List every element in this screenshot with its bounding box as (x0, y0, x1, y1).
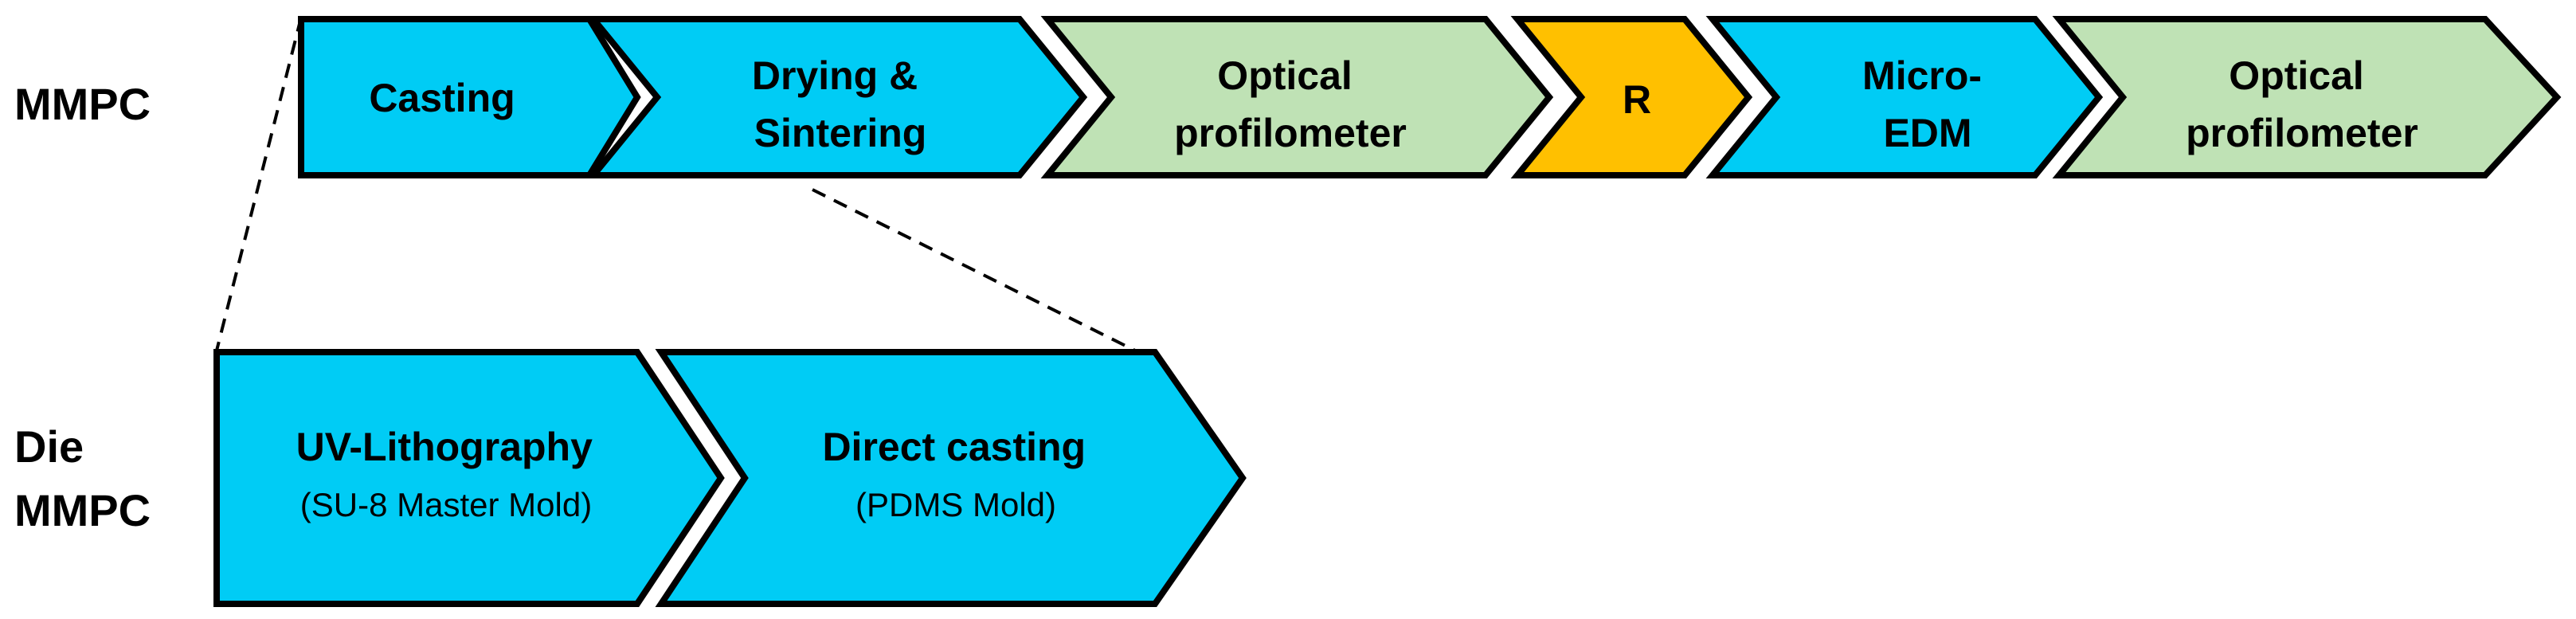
step-casting-shape (298, 16, 641, 178)
step-optical-profilometer-2-label: Optical profilometer (2186, 53, 2418, 155)
step-r: R (1510, 16, 1753, 178)
step-optical-profilometer-2: Optical profilometer (2052, 16, 2562, 178)
step-casting: Casting (298, 16, 641, 178)
step-uv-lithography-label: UV-Lithography (SU-8 Master Mold) (296, 425, 597, 523)
step-direct-casting-subtitle: (PDMS Mold) (855, 486, 1056, 523)
step-micro-edm-line-2: EDM (1883, 111, 1971, 155)
step-drying-sintering-label: Drying & Sintering (752, 53, 929, 155)
row-label-die-mmpc: Die MMPC (14, 421, 151, 535)
step-micro-edm-label: Micro- EDM (1862, 53, 1993, 155)
step-micro-edm: Micro- EDM (1705, 16, 2104, 178)
row-label-die-line: Die (14, 421, 84, 472)
step-direct-casting-label: Direct casting (PDMS Mold) (822, 425, 1089, 523)
step-optical-profilometer-1: Optical profilometer (1040, 16, 1554, 178)
step-uv-lithography-shape (213, 349, 725, 607)
zoom-connector-right (812, 188, 1136, 352)
step-r-label: R (1623, 77, 1651, 122)
step-optical-profilometer-1-line-2: profilometer (1174, 111, 1407, 155)
row-label-mmpc-line: MMPC (14, 79, 151, 129)
step-micro-edm-line-1: Micro- (1862, 53, 1982, 98)
step-drying-sintering-line-1: Drying & (752, 53, 918, 98)
step-drying-sintering-shape (586, 16, 1088, 178)
step-drying-sintering-line-2: Sintering (754, 111, 927, 155)
step-micro-edm-shape (1705, 16, 2104, 178)
step-casting-line-1: Casting (369, 76, 515, 120)
step-uv-lithography: UV-Lithography (SU-8 Master Mold) (213, 349, 725, 607)
row-label-mmpc: MMPC (14, 79, 151, 129)
step-casting-label: Casting (369, 76, 515, 120)
bottom-process-row: UV-Lithography (SU-8 Master Mold) Direct… (213, 349, 1247, 607)
step-optical-profilometer-1-shape (1040, 16, 1554, 178)
step-optical-profilometer-2-line-2: profilometer (2186, 111, 2418, 155)
step-optical-profilometer-2-shape (2052, 16, 2562, 178)
step-direct-casting-shape (655, 349, 1247, 607)
zoom-connectors (215, 17, 1136, 352)
step-optical-profilometer-2-line-1: Optical (2229, 53, 2363, 98)
step-r-line-1: R (1623, 77, 1651, 122)
step-optical-profilometer-1-line-1: Optical (1217, 53, 1352, 98)
row-label-mmpc-line-2: MMPC (14, 485, 151, 535)
zoom-connector-left (215, 17, 303, 351)
step-uv-lithography-subtitle: (SU-8 Master Mold) (300, 486, 592, 523)
step-drying-sintering: Drying & Sintering (586, 16, 1088, 178)
top-process-row: Casting Drying & Sintering Optical profi… (298, 16, 2562, 178)
step-r-shape (1510, 16, 1753, 178)
step-uv-lithography-title: UV-Lithography (296, 425, 593, 469)
step-direct-casting: Direct casting (PDMS Mold) (655, 349, 1247, 607)
step-optical-profilometer-1-label: Optical profilometer (1174, 53, 1407, 155)
step-direct-casting-title: Direct casting (822, 425, 1086, 469)
